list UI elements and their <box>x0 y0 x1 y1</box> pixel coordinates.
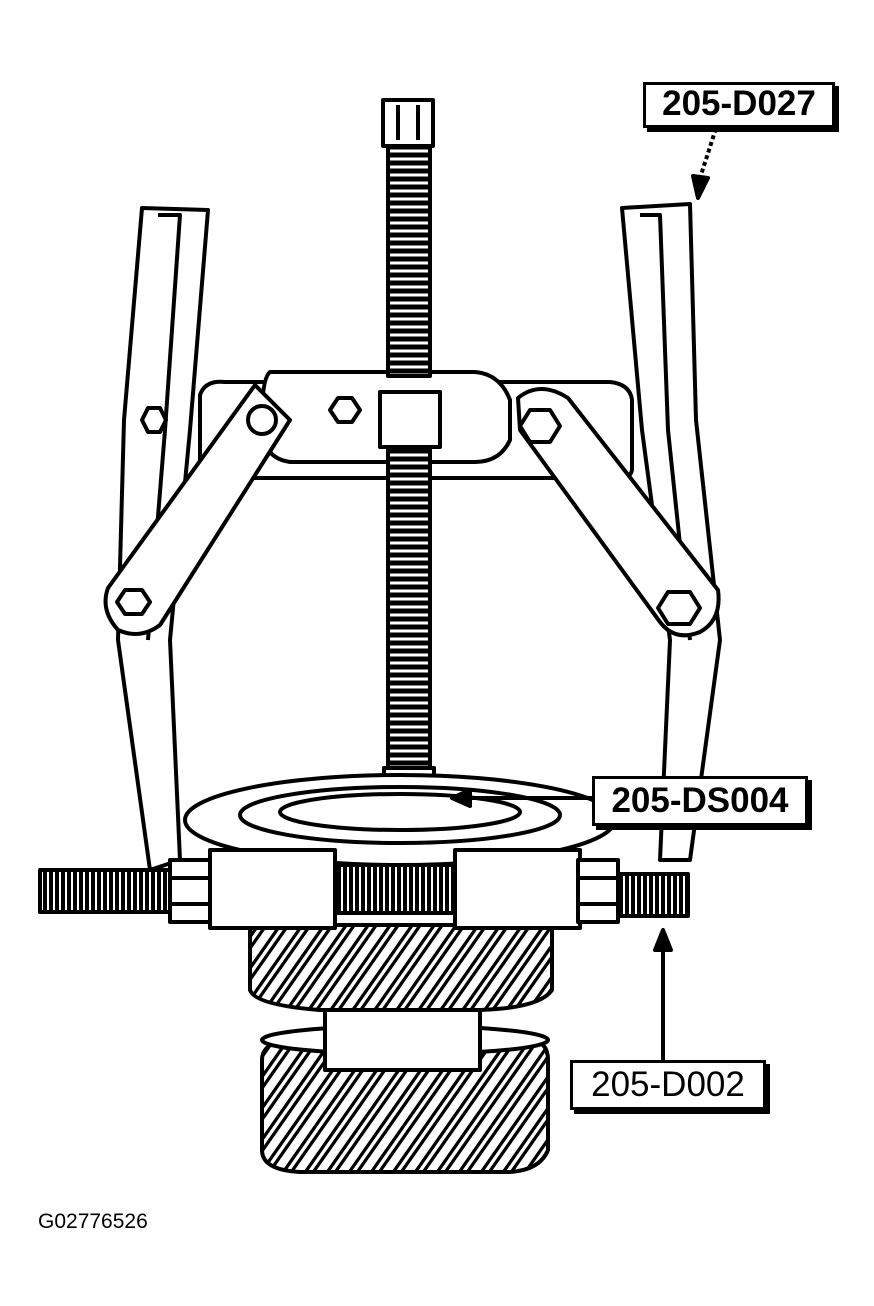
left-link-arm <box>103 383 292 636</box>
figure-id: G02776526 <box>38 1210 148 1233</box>
lower-gear <box>260 1000 550 1174</box>
leader-lines <box>450 121 720 1060</box>
callout-separator: 205-D002 <box>570 1060 766 1110</box>
yoke <box>140 370 634 481</box>
upper-gear <box>248 923 554 1012</box>
right-link-arm <box>516 387 721 638</box>
callout-puller: 205-D027 <box>643 82 835 128</box>
forcing-screw <box>381 98 436 802</box>
callout-adapter: 205-DS004 <box>592 776 808 826</box>
separator-bolts <box>38 848 690 930</box>
